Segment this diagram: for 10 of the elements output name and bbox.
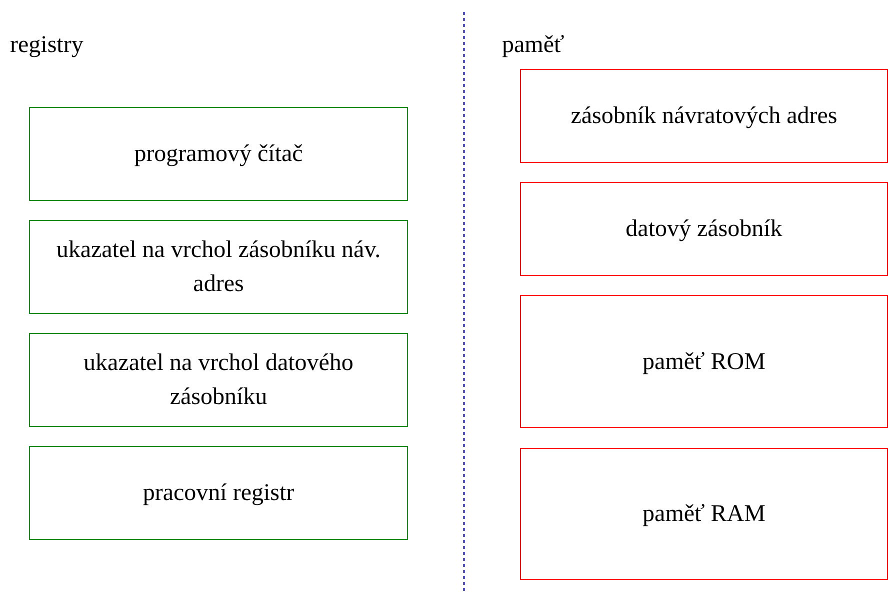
section-heading: paměť	[502, 31, 564, 60]
register-box: pracovní registr	[29, 446, 408, 540]
memory-box: paměť ROM	[520, 295, 888, 428]
memory-box: paměť RAM	[520, 448, 888, 580]
memory-box: datový zásobník	[520, 182, 888, 276]
register-box: ukazatel na vrchol zásobníku náv. adres	[29, 220, 408, 314]
memory-box: zásobník návratových adres	[520, 69, 888, 163]
section-heading: registry	[10, 31, 84, 60]
register-box: ukazatel na vrchol datového zásobníku	[29, 333, 408, 427]
register-box: programový čítač	[29, 107, 408, 201]
